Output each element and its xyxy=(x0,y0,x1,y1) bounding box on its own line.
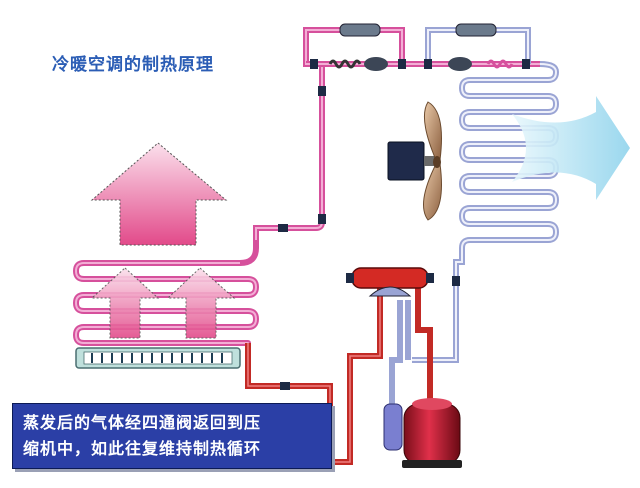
warm-air-arrow-left xyxy=(90,267,160,339)
caption-line-1: 蒸发后的气体经四通阀返回到压 xyxy=(23,413,262,432)
cool-air-arrow xyxy=(512,96,630,200)
warm-air-arrow-large xyxy=(90,142,228,246)
fan xyxy=(387,101,442,221)
indoor-coil xyxy=(72,240,260,346)
compressor xyxy=(383,398,462,468)
indoor-grille xyxy=(75,347,241,369)
diagram-title: 冷暖空调的制热原理 xyxy=(52,55,214,75)
warm-air-arrow-right xyxy=(166,267,236,339)
return-pipe xyxy=(245,284,433,465)
warm-air-arrows xyxy=(90,142,236,339)
four-way-valve xyxy=(346,267,434,297)
outdoor-coil xyxy=(412,61,560,363)
caption-line-2: 缩机中，如此往复维持制热循环 xyxy=(23,439,262,458)
top-components xyxy=(278,23,530,232)
caption-box: 蒸发后的气体经四通阀返回到压 缩机中，如此往复维持制热循环 xyxy=(12,403,332,469)
